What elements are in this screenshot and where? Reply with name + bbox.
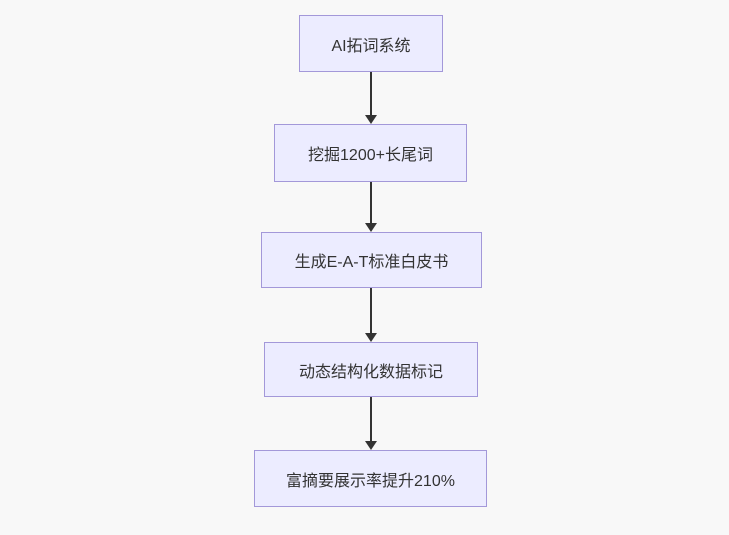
flow-node-longtail-mining: 挖掘1200+长尾词 <box>274 124 467 182</box>
flow-node-rich-snippet-result: 富摘要展示率提升210% <box>254 450 487 507</box>
flow-edge-line-2 <box>370 182 372 224</box>
flow-node-eat-whitepaper: 生成E-A-T标准白皮书 <box>261 232 482 288</box>
flow-edge-line-3 <box>370 288 372 334</box>
flow-edge-line-4 <box>370 397 372 442</box>
arrow-down-icon <box>365 441 377 450</box>
flow-node-ai-keyword-system: AI拓词系统 <box>299 15 443 72</box>
arrow-down-icon <box>365 333 377 342</box>
arrow-down-icon <box>365 115 377 124</box>
arrow-down-icon <box>365 223 377 232</box>
flow-edge-line-1 <box>370 72 372 116</box>
flow-node-structured-data-markup: 动态结构化数据标记 <box>264 342 478 397</box>
